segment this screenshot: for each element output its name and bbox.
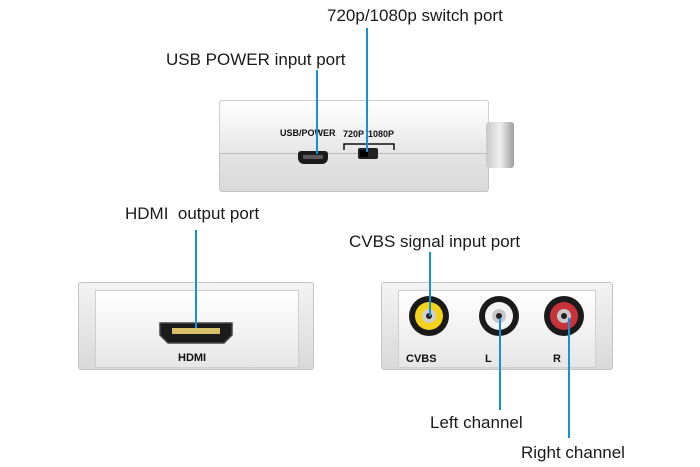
label-left-channel: Left channel	[430, 413, 523, 432]
rca-jack-cvbs[interactable]	[408, 295, 450, 337]
rca-plug-side	[486, 122, 514, 168]
label-right-channel: Right channel	[521, 443, 625, 462]
top-device-face	[219, 100, 489, 154]
rca-jack-left[interactable]	[478, 295, 520, 337]
mini-usb-port[interactable]	[298, 151, 328, 164]
resolution-switch[interactable]	[358, 148, 378, 159]
label-cvbs-input: CVBS signal input port	[349, 232, 521, 251]
switch-bracket	[343, 143, 395, 150]
label-usb-power: USB POWER input port	[166, 50, 346, 69]
leader-cvbs	[429, 252, 431, 316]
rca-jack-right[interactable]	[543, 295, 585, 337]
res-720-print: 720P	[343, 129, 365, 139]
hdmi-port[interactable]	[158, 321, 234, 345]
res-1080-print: 1080P	[368, 129, 395, 139]
hdmi-print: HDMI	[178, 352, 207, 364]
leader-right	[568, 318, 570, 438]
leader-left	[499, 318, 501, 410]
leader-hdmi	[195, 230, 197, 328]
label-switch-port: 720p/1080p switch port	[327, 6, 503, 25]
leader-switch	[366, 28, 368, 152]
l-print: L	[485, 353, 492, 365]
usb-power-print: USB/POWER	[280, 128, 336, 138]
leader-usb	[316, 70, 318, 154]
r-print: R	[553, 353, 561, 365]
label-hdmi-output: HDMI output port	[125, 204, 260, 223]
cvbs-print: CVBS	[406, 353, 437, 365]
